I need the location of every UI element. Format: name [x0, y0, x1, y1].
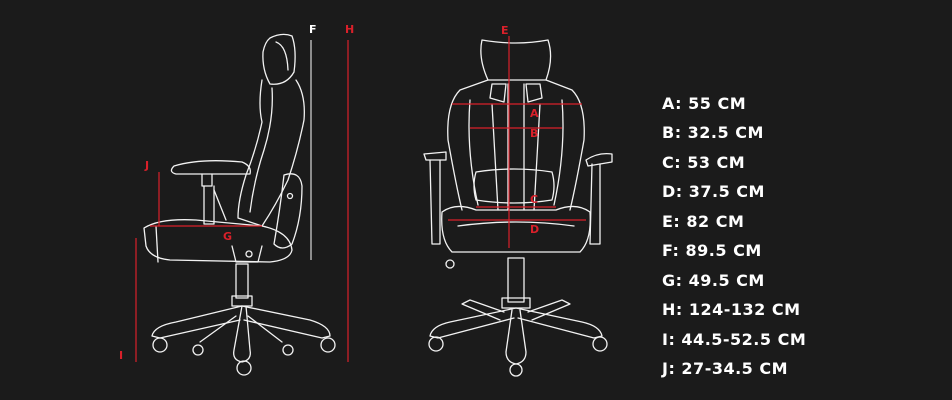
spec-c: C: 53 CM	[662, 153, 746, 172]
front-view-dimension-lines	[448, 36, 586, 248]
label-D: D	[530, 223, 540, 236]
label-G: G	[223, 230, 233, 243]
spec-d: D: 37.5 CM	[662, 182, 765, 201]
label-B: B	[530, 127, 539, 140]
spec-g: G: 49.5 CM	[662, 271, 765, 290]
front-view-chair	[423, 39, 613, 377]
label-E: E	[501, 24, 509, 37]
side-view-dimension-lines	[135, 40, 349, 362]
label-F: F	[309, 23, 317, 36]
spec-j: J: 27-34.5 CM	[662, 359, 789, 378]
side-view-chair	[143, 33, 336, 376]
label-A: A	[530, 107, 539, 120]
spec-a: A: 55 CM	[662, 94, 747, 113]
label-C: C	[530, 193, 539, 206]
spec-f: F: 89.5 CM	[662, 241, 762, 260]
label-I: I	[119, 349, 124, 362]
label-H: H	[345, 23, 355, 36]
label-J: J	[145, 159, 150, 172]
spec-i: I: 44.5-52.5 CM	[662, 330, 807, 349]
spec-h: H: 124-132 CM	[662, 300, 801, 319]
spec-b: B: 32.5 CM	[662, 123, 764, 142]
spec-e: E: 82 CM	[662, 212, 745, 231]
